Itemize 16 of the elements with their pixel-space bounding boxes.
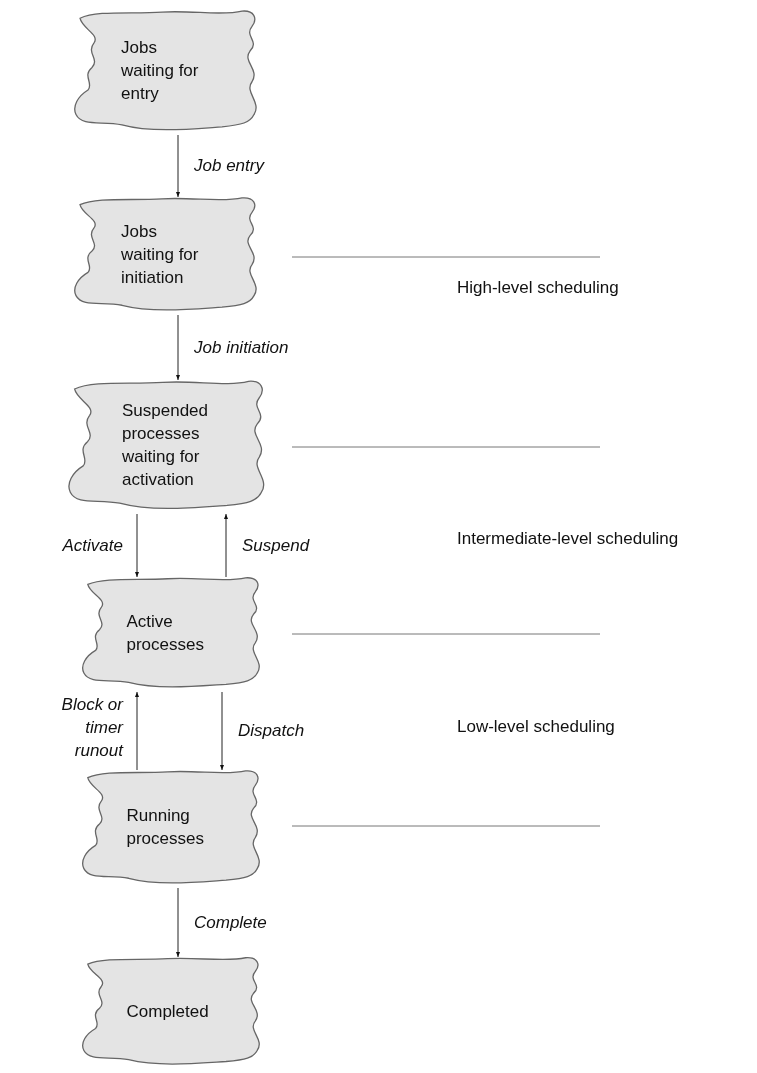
node-label: Active processes bbox=[126, 610, 205, 656]
node-label: Running processes bbox=[126, 805, 205, 850]
arrow bbox=[176, 134, 180, 198]
level-label: Intermediate-level scheduling bbox=[457, 529, 679, 549]
node-label: Completed bbox=[126, 1000, 210, 1023]
arrow bbox=[176, 314, 180, 381]
node-label: Jobs waiting for initiation bbox=[121, 220, 200, 289]
node-label: Suspended processes waiting for activation bbox=[122, 400, 210, 491]
arrow bbox=[135, 513, 139, 578]
arrow bbox=[224, 513, 228, 578]
level-label: High-level scheduling bbox=[457, 278, 619, 298]
arrow bbox=[135, 691, 139, 771]
arrow bbox=[220, 691, 224, 771]
arrow bbox=[176, 887, 180, 958]
node-label: Jobs waiting for entry bbox=[121, 37, 200, 105]
level-label: Low-level scheduling bbox=[457, 717, 615, 737]
